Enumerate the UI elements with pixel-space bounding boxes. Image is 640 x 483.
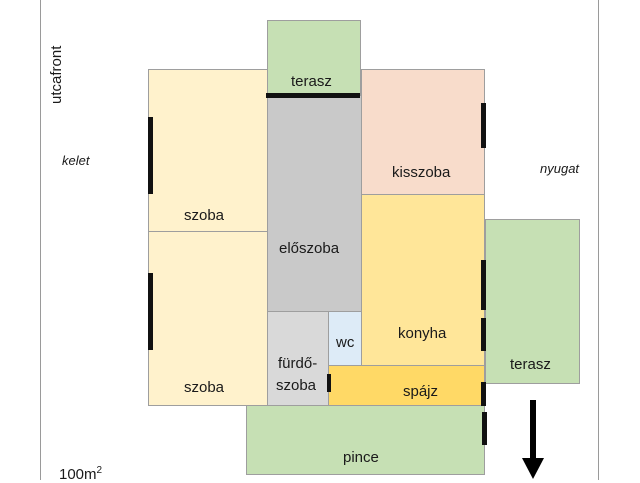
hall bbox=[267, 95, 362, 312]
small-room-label: kisszoba bbox=[392, 164, 451, 181]
west-label: nyugat bbox=[540, 161, 580, 176]
pantry-label: spájz bbox=[403, 383, 439, 400]
room-lower bbox=[148, 231, 268, 406]
area-unit-exponent: 2 bbox=[96, 465, 103, 476]
down-arrow-icon bbox=[522, 400, 544, 479]
room-lower-label: szoba bbox=[184, 379, 225, 396]
terrace-right-label: terasz bbox=[510, 356, 551, 373]
terrace-top-label: terasz bbox=[291, 73, 332, 90]
kitchen-label: konyha bbox=[398, 325, 447, 342]
cellar-label: pince bbox=[343, 449, 379, 466]
room-upper bbox=[148, 69, 268, 232]
area-value: 100m bbox=[59, 466, 97, 483]
small-room bbox=[361, 69, 485, 195]
window-terrace-top bbox=[266, 93, 360, 98]
wc bbox=[328, 311, 362, 366]
left-border-line bbox=[40, 0, 41, 480]
east-label: kelet bbox=[62, 153, 90, 168]
window-cellar bbox=[482, 412, 487, 445]
street-front-label: utcafront bbox=[48, 45, 65, 104]
room-upper-label: szoba bbox=[184, 207, 225, 224]
window-room-upper bbox=[148, 117, 153, 194]
window-small-room bbox=[481, 103, 486, 148]
bathroom bbox=[267, 311, 329, 406]
right-border-line bbox=[598, 0, 599, 480]
pantry bbox=[328, 365, 485, 406]
window-room-lower bbox=[148, 273, 153, 350]
wc-label: wc bbox=[336, 334, 355, 351]
cellar bbox=[246, 405, 485, 475]
area-label: 100m2 bbox=[59, 465, 102, 483]
wc-door bbox=[327, 374, 331, 392]
bathroom-label-line1: fürdő- bbox=[278, 355, 318, 372]
kitchen bbox=[361, 194, 485, 366]
window-kitchen-upper bbox=[481, 260, 486, 310]
window-kitchen-lower bbox=[481, 318, 486, 351]
bathroom-label-line2: szoba bbox=[276, 377, 317, 394]
window-pantry bbox=[481, 382, 486, 406]
terrace-top bbox=[267, 20, 361, 96]
hall-label: előszoba bbox=[279, 240, 340, 257]
